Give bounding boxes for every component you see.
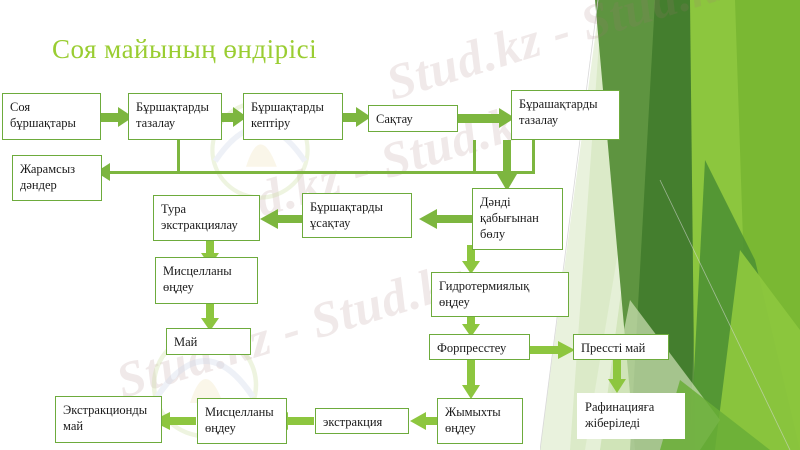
node-label: Гидротермиялық өңдеу (439, 279, 530, 309)
arrow-burashaq-to-dendi (497, 140, 517, 191)
node-may[interactable]: Май (166, 328, 251, 355)
connector-bus-long (107, 171, 535, 174)
node-label: Мисцелланы өңдеу (205, 405, 274, 435)
node-pressti-may[interactable]: Прессті май (573, 334, 669, 360)
arrow-miscellany1-to-may (201, 304, 219, 331)
node-jymyqty-ondeu[interactable]: Жымыхты өңдеу (437, 398, 523, 444)
node-label: Жарамсыз дәндер (20, 162, 76, 192)
connector-burashaq-down-left (473, 140, 476, 173)
node-label: Бұршақтарды тазалау (136, 100, 209, 130)
node-label: Сақтау (376, 112, 413, 126)
arrow-saqtau-to-burashaq (456, 108, 515, 128)
arrow-soya-to-tazalau (100, 107, 133, 127)
arrow-tazalau-to-keptiru (218, 107, 247, 127)
node-burashaqtardy-tazalau[interactable]: Бұрашақтарды тазалау (511, 90, 620, 140)
node-jaramsyz-dander[interactable]: Жарамсыз дәндер (12, 155, 102, 201)
node-label: Май (174, 335, 198, 349)
node-miscellany-ondeu-2[interactable]: Мисцелланы өңдеу (197, 398, 287, 444)
node-gidrotermiyalyq-ondeu[interactable]: Гидротермиялық өңдеу (431, 272, 569, 317)
connector-burashaq-right-down (532, 140, 535, 173)
node-burshaqtardy-keptiru[interactable]: Бұршақтарды кептіру (243, 93, 343, 140)
arrow-pressti-to-rafinaciya (608, 360, 626, 393)
arrow-dendi-to-gidro (462, 245, 480, 274)
node-forpresteu[interactable]: Форпресстеу (429, 334, 530, 360)
node-dendi-qabyginan-bolu[interactable]: Дәнді қабығынан бөлу (472, 188, 563, 250)
node-label: Форпресстеу (437, 340, 507, 355)
node-rafinaciyaga[interactable]: Рафинацияға жіберіледі (577, 393, 685, 439)
arrow-gidro-to-forpresteu (462, 311, 480, 337)
page-title: Соя майының өндірісі (52, 34, 318, 64)
connector-tazalau-down (177, 140, 180, 173)
node-miscellany-ondeu-1[interactable]: Мисцелланы өңдеу (155, 257, 258, 304)
node-label: Экстракционды май (63, 403, 148, 433)
node-burshaqtardy-tazalau[interactable]: Бұршақтарды тазалау (128, 93, 222, 140)
arrow-keptiru-to-saqtau (340, 107, 371, 127)
node-label: Соя бұршақтары (10, 100, 76, 130)
arrowhead-to-jaramsyz (96, 163, 110, 181)
node-label: Мисцелланы өңдеу (163, 264, 232, 294)
arrow-forpresteu-to-pressti (524, 341, 575, 359)
node-label: Жымыхты өңдеу (445, 405, 501, 435)
node-label: Тура экстракциялау (161, 202, 238, 232)
node-label: Прессті май (581, 340, 646, 355)
node-label: Бұршақтарды ұсақтау (310, 200, 383, 230)
arrow-forpresteu-to-jymyqty (462, 360, 480, 399)
node-label: Бұрашақтарды тазалау (519, 97, 598, 127)
node-burshaqtardy-usaqtau[interactable]: Бұршақтарды ұсақтау (302, 193, 412, 238)
node-saqtau[interactable]: Сақтау (368, 105, 458, 132)
node-label: Рафинацияға жіберіледі (585, 400, 655, 430)
node-tura-ekstrakciyalau[interactable]: Тура экстракциялау (153, 195, 260, 241)
node-label: Дәнді қабығынан бөлу (480, 195, 539, 241)
node-label: Бұршақтарды кептіру (251, 100, 324, 130)
node-label: экстракция (323, 414, 383, 429)
node-ekstrakciya[interactable]: экстракция (315, 408, 409, 434)
arrow-dendi-to-usaqtau (419, 209, 477, 229)
node-soya-burshaqtary[interactable]: Соя бұршақтары (2, 93, 101, 140)
decorative-corner-graphic (540, 0, 800, 450)
node-ekstrakcionndy-may[interactable]: Экстракционды май (55, 396, 162, 443)
arrow-usaqtau-to-tura (260, 209, 310, 229)
